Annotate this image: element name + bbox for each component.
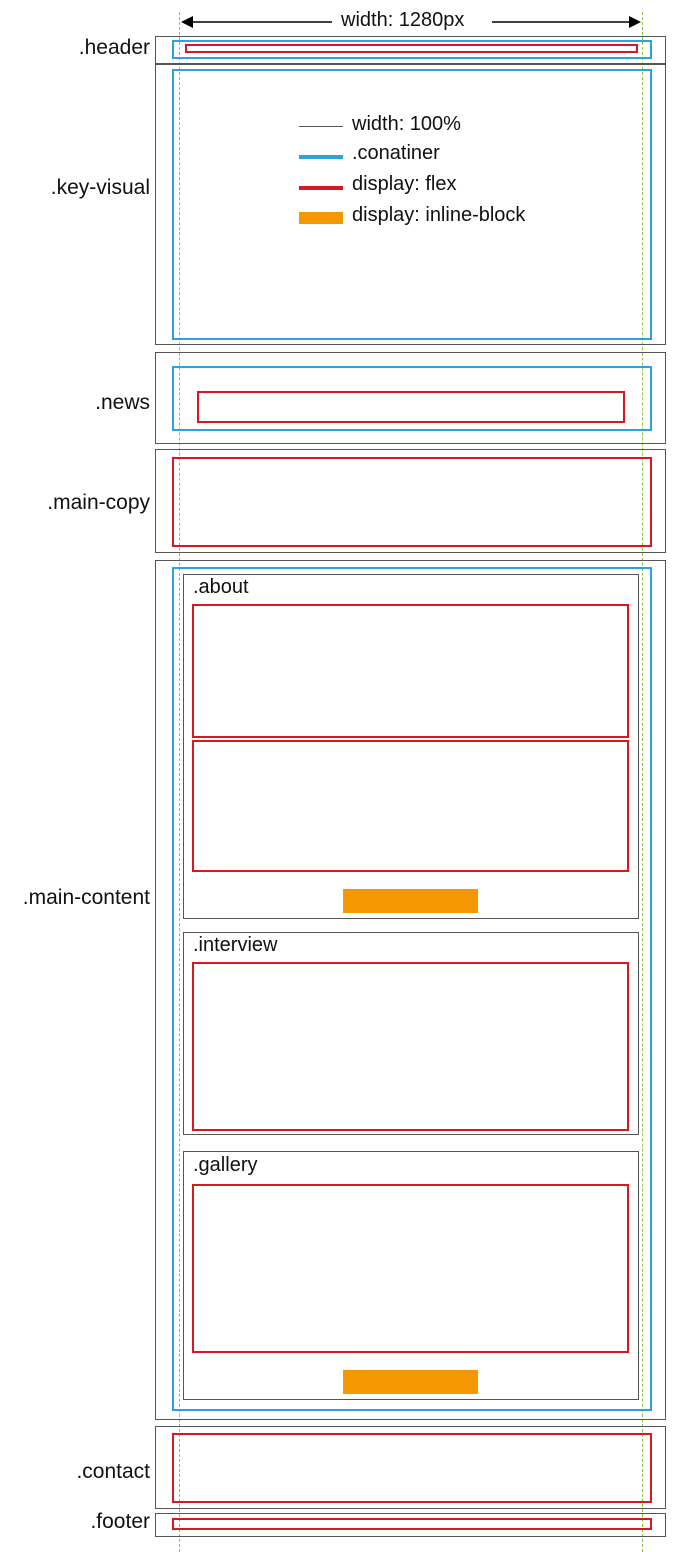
about-block (183, 574, 639, 919)
about-flex-2 (192, 740, 629, 872)
news-flex (197, 391, 625, 423)
about-inline-block (343, 889, 478, 913)
about-flex-1 (192, 604, 629, 738)
legend-blue-swatch (299, 155, 343, 159)
about-title: .about (193, 576, 249, 598)
header-flex (185, 44, 638, 53)
contact-label: .contact (76, 1460, 150, 1483)
legend-gray-label: width: 100% (352, 113, 461, 135)
main-content-section (155, 560, 666, 1420)
interview-flex (192, 962, 629, 1131)
main-copy-flex (172, 457, 652, 547)
main-copy-label: .main-copy (47, 491, 150, 514)
contact-flex (172, 1433, 652, 1503)
news-section (155, 352, 666, 444)
legend-red-label: display: flex (352, 173, 457, 195)
key-visual-container (172, 69, 652, 340)
footer-flex (172, 1518, 652, 1530)
legend-red-swatch (299, 186, 343, 190)
main-content-container (172, 567, 652, 1411)
legend-orange-label: display: inline-block (352, 204, 526, 226)
news-container (172, 366, 652, 431)
left-guide-line (179, 12, 180, 1552)
legend-gray-swatch (299, 126, 343, 127)
gallery-flex (192, 1184, 629, 1353)
footer-label: .footer (90, 1510, 150, 1533)
footer-section (155, 1513, 666, 1537)
key-visual-section (155, 64, 666, 345)
gallery-inline-block (343, 1370, 478, 1394)
gallery-title: .gallery (193, 1154, 258, 1176)
news-label: .news (95, 391, 150, 414)
main-copy-section (155, 449, 666, 553)
width-arrow (181, 16, 641, 28)
interview-block (183, 932, 639, 1135)
main-content-label: .main-content (22, 886, 150, 909)
legend-blue-label: .conatiner (352, 142, 440, 164)
header-label: .header (78, 36, 150, 59)
right-guide-line (642, 12, 643, 1552)
interview-title: .interview (193, 934, 278, 956)
key-visual-label: .key-visual (50, 176, 150, 199)
legend-orange-swatch (299, 212, 343, 224)
contact-section (155, 1426, 666, 1509)
header-container (172, 40, 652, 59)
width-annotation: width: 1280px (341, 9, 465, 31)
header-section (155, 36, 666, 64)
gallery-block (183, 1151, 639, 1400)
